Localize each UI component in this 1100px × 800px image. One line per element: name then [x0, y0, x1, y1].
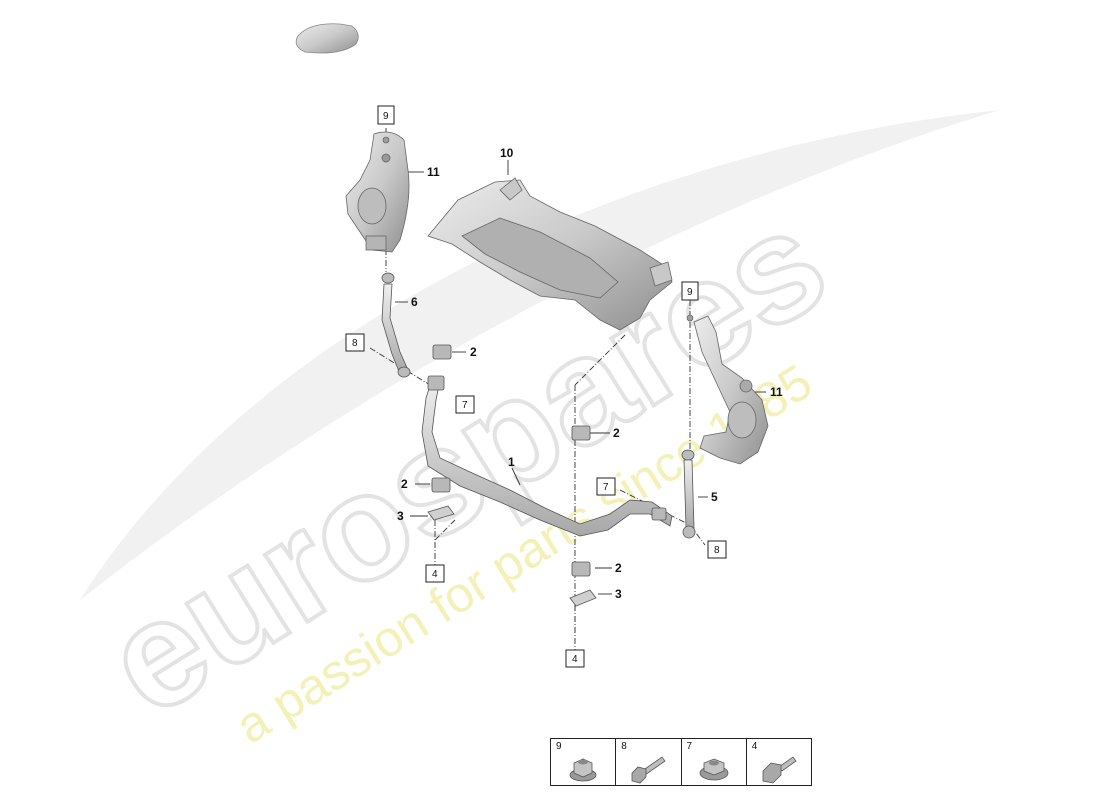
- callout-2-a: 2: [470, 345, 477, 359]
- box-ref-7-right: 7: [596, 477, 616, 496]
- svg-text:9: 9: [687, 287, 693, 298]
- fasteners: [382, 136, 694, 322]
- stabilizer-bar: [421, 379, 673, 537]
- flange-nut-icon: [699, 758, 728, 781]
- svg-text:7: 7: [462, 400, 468, 411]
- box-ref-8-right: 8: [707, 540, 727, 559]
- bushings: [427, 344, 667, 607]
- parts-table-cell: 8: [616, 739, 682, 785]
- parts-table-cell: 9: [551, 739, 617, 785]
- callout-1: 1: [508, 455, 515, 469]
- right-drop-link: [681, 449, 696, 539]
- bolt-icon: [631, 756, 666, 784]
- callout-10: 10: [500, 146, 514, 160]
- callout-2-c: 2: [401, 477, 408, 491]
- svg-text:9: 9: [383, 111, 389, 122]
- part-number: 7: [686, 741, 693, 752]
- left-steering-knuckle: [345, 131, 410, 253]
- callout-2-d: 2: [615, 561, 622, 575]
- svg-text:7: 7: [603, 482, 609, 493]
- box-ref-8-left: 8: [345, 333, 365, 352]
- callout-11-left: 11: [427, 165, 440, 179]
- cap-part: [295, 23, 359, 54]
- hex-bolt-icon: [762, 756, 797, 784]
- part-number: 4: [751, 741, 758, 752]
- box-ref-7-left: 7: [455, 395, 475, 414]
- box-ref-4-right: 4: [565, 649, 585, 668]
- svg-text:4: 4: [572, 654, 578, 665]
- box-ref-9-right: 9: [681, 281, 699, 301]
- part-number: 8: [621, 741, 627, 752]
- right-steering-knuckle: [693, 315, 769, 465]
- svg-text:8: 8: [352, 338, 358, 349]
- parts-table-cell: 4: [747, 739, 811, 785]
- svg-text:4: 4: [432, 569, 438, 580]
- callout-5: 5: [711, 490, 718, 504]
- svg-text:8: 8: [714, 545, 720, 556]
- callouts: 11 10 6 2 11 2 1 2 3 5 2 3: [397, 146, 783, 601]
- left-drop-link: [381, 272, 411, 378]
- boxed-refs: 9 9 8 7 7 8 4 4: [345, 105, 727, 668]
- callout-3-a: 3: [397, 509, 404, 523]
- callout-2-b: 2: [613, 426, 620, 440]
- part-number: 9: [556, 741, 562, 752]
- callout-3-b: 3: [615, 587, 622, 601]
- callout-11-right: 11: [770, 385, 783, 399]
- subframe: [427, 177, 673, 331]
- fastener-parts-table: 9 8 7 4: [550, 738, 812, 786]
- parts-table-cell: 7: [682, 739, 747, 785]
- box-ref-4-left: 4: [425, 564, 445, 583]
- flange-nut-icon: [569, 758, 597, 782]
- box-ref-9-left: 9: [377, 105, 395, 125]
- callout-6: 6: [411, 295, 418, 309]
